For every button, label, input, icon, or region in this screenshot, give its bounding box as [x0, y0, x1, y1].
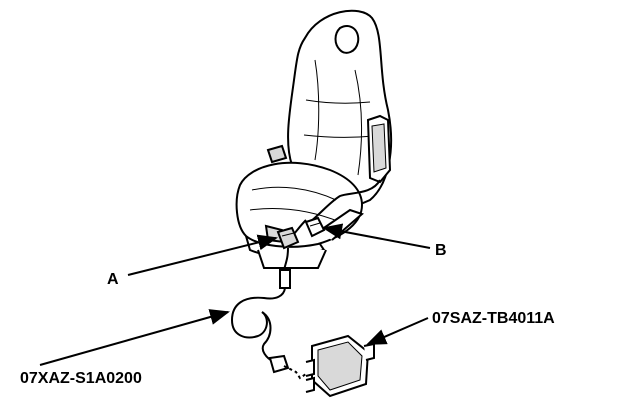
- connector-a: [276, 226, 300, 250]
- leader-lines: [39, 223, 431, 366]
- test-unit: [305, 334, 375, 398]
- leader-tool-cable: [39, 309, 230, 366]
- leader-a: [127, 234, 278, 276]
- side-pad: [366, 114, 392, 184]
- callout-b: B: [435, 242, 447, 259]
- seat-cushion: [235, 161, 364, 257]
- callout-tool-cable: 07XAZ-S1A0200: [20, 370, 142, 387]
- seat-backrest: [287, 9, 393, 217]
- callout-a: A: [107, 271, 119, 288]
- leader-tool-unit: [366, 317, 429, 345]
- callout-tool-unit: 07SAZ-TB4011A: [432, 310, 555, 327]
- test-cable: [230, 247, 307, 380]
- leader-b: [322, 223, 431, 249]
